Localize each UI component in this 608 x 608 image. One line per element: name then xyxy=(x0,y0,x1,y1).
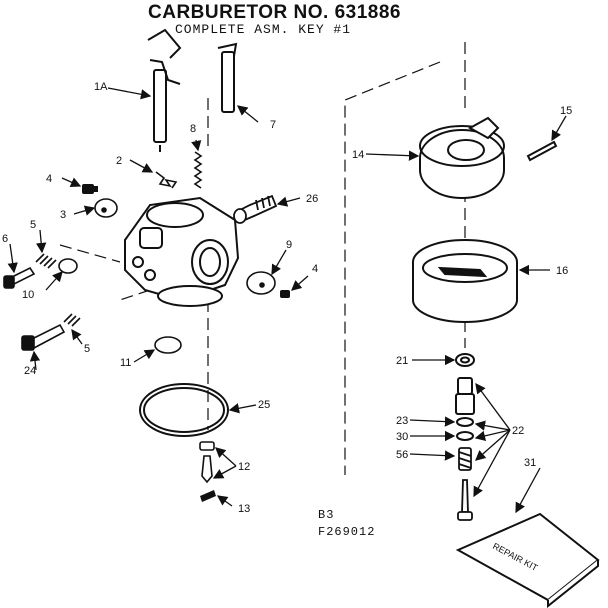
gasket-part-25 xyxy=(139,383,229,437)
oring-part-30 xyxy=(456,431,474,441)
carburetor-body xyxy=(124,196,240,307)
spring-part-2 xyxy=(155,171,178,189)
callout-7: 7 xyxy=(270,119,276,131)
diagram-title: CARBURETOR NO. 631886 xyxy=(148,2,402,23)
code-line-2: F269012 xyxy=(318,525,376,539)
bowl-nut-part-22 xyxy=(455,377,475,415)
callout-26: 26 xyxy=(306,193,318,205)
bowl-cover-part-14 xyxy=(419,116,505,199)
callout-56: 56 xyxy=(396,449,408,461)
callout-3: 3 xyxy=(60,209,66,221)
callout-10: 10 xyxy=(22,289,34,301)
choke-shaft-part-7 xyxy=(217,42,238,113)
screw-part-4-lower xyxy=(280,290,290,298)
welch-plug-part-11 xyxy=(154,336,182,354)
callout-13: 13 xyxy=(238,503,250,515)
float-bowl-part-16 xyxy=(412,239,518,323)
spring-part-5-upper xyxy=(35,253,57,269)
washer-part-23 xyxy=(456,417,474,427)
repair-kit-part-31: REPAIR KIT xyxy=(455,512,600,608)
choke-plate-part-3 xyxy=(94,198,118,218)
diagram-subtitle: COMPLETE ASM. KEY #1 xyxy=(175,22,352,37)
callout-30: 30 xyxy=(396,431,408,443)
callout-5-upper: 5 xyxy=(30,219,36,231)
spring-part-8 xyxy=(193,151,203,189)
inlet-needle-part-12 xyxy=(199,441,215,484)
callout-1a: 1A xyxy=(94,81,108,93)
fuel-fitting-part-26 xyxy=(233,194,278,224)
callout-25: 25 xyxy=(258,399,270,411)
pin-part-15 xyxy=(526,140,558,162)
callout-22: 22 xyxy=(512,425,524,437)
needle-valve-part-24 xyxy=(21,323,66,351)
leader-lines xyxy=(7,87,567,514)
callout-4-lower: 4 xyxy=(312,263,318,275)
callout-2: 2 xyxy=(116,155,122,167)
screw-part-4-upper xyxy=(82,184,98,194)
callout-11: 11 xyxy=(120,357,131,369)
callout-9: 9 xyxy=(286,239,292,251)
callout-15: 15 xyxy=(560,105,572,117)
washer-part-21 xyxy=(455,353,475,367)
callout-8: 8 xyxy=(190,123,196,135)
callout-23: 23 xyxy=(396,415,408,427)
idle-screw-part-6 xyxy=(3,266,36,289)
main-jet xyxy=(457,479,473,521)
callout-12: 12 xyxy=(238,461,250,473)
callout-21: 21 xyxy=(396,355,408,367)
callout-14: 14 xyxy=(352,149,364,161)
callout-16: 16 xyxy=(556,265,568,277)
callout-24: 24 xyxy=(24,365,36,377)
spring-part-5-lower xyxy=(63,313,81,327)
callout-4-upper: 4 xyxy=(46,173,52,185)
spring-part-56 xyxy=(458,447,472,471)
code-line-1: B3 xyxy=(318,508,335,522)
plug-part-10 xyxy=(58,258,78,274)
callout-31: 31 xyxy=(524,457,536,469)
callout-6: 6 xyxy=(2,233,8,245)
callout-labels: 1A 2 3 4 4 5 5 6 7 8 9 10 11 12 13 14 15… xyxy=(2,81,572,515)
throttle-shaft-part-1a xyxy=(147,28,182,152)
throttle-plate-part-9 xyxy=(246,271,276,295)
spring-clip-part-13 xyxy=(200,490,216,502)
callout-5-lower: 5 xyxy=(84,343,90,355)
